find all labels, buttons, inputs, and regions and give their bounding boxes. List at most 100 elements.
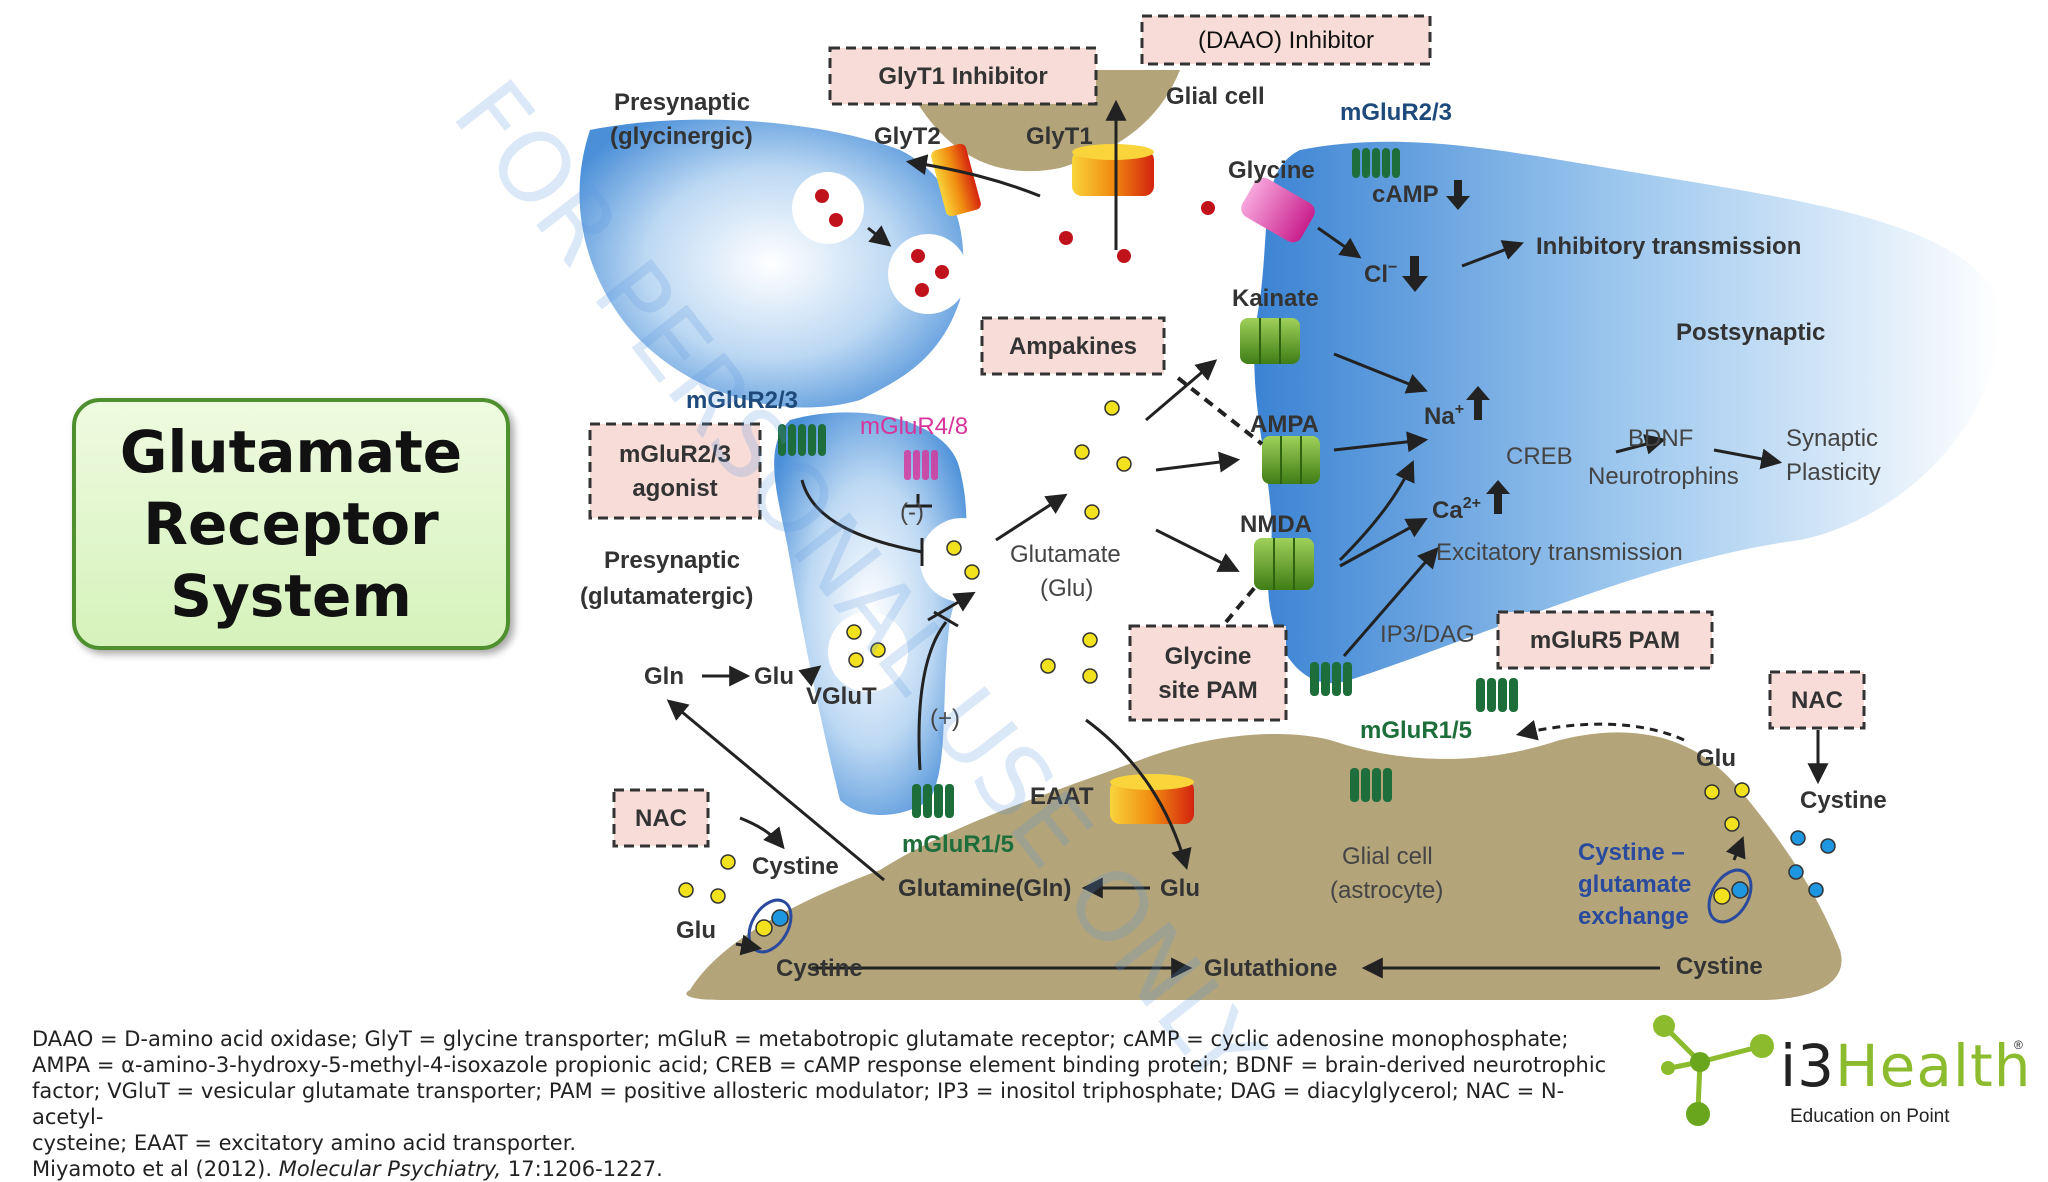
neurotrophins-label: Neurotrophins — [1588, 463, 1739, 490]
i3health-logo: i3Health ® Education on Point — [1640, 1010, 2040, 1140]
ca-superscript: 2+ — [1463, 495, 1481, 512]
cystine-exchange-label-1: Cystine – — [1578, 839, 1685, 866]
vglut-label: VGluT — [806, 683, 877, 710]
pathway-arrows — [666, 99, 1829, 979]
cystine-right-label: Cystine — [1800, 787, 1887, 814]
cystine-molecules — [1788, 830, 1836, 898]
presynaptic-glycinergic-label-2: (glycinergic) — [610, 123, 753, 150]
cl-superscript: − — [1388, 259, 1397, 276]
cystine-exchange-label-3: exchange — [1578, 903, 1689, 930]
glutamate-molecules — [678, 400, 1750, 904]
mglur23-top-icon — [1352, 148, 1400, 178]
logo-name-health: Health — [1835, 1032, 2032, 1100]
mglur15-left-icon — [912, 784, 954, 818]
gln-label: Gln — [644, 663, 684, 690]
cl-down-arrow-icon — [1402, 256, 1428, 292]
na-superscript: + — [1455, 401, 1464, 418]
glyt1-inhibitor-box: GlyT1 Inhibitor — [828, 46, 1098, 106]
kainate-label: Kainate — [1232, 285, 1319, 312]
glycine-vesicle — [888, 234, 968, 314]
glycine-site-pam-label-1: Glycine — [1165, 643, 1252, 670]
logo-registered: ® — [2014, 1038, 2023, 1052]
mglur48-icon — [904, 450, 938, 480]
mglur23-left-icon — [778, 424, 826, 456]
positive-modulation-label: (+) — [930, 705, 960, 732]
slide-title-line-2: Receptor — [143, 490, 439, 558]
nmda-label: NMDA — [1240, 511, 1312, 538]
logo-tagline: Education on Point — [1790, 1106, 1950, 1127]
glycine-site-pam-label-2: site PAM — [1158, 677, 1258, 704]
glutamine-label: Glutamine(Gln) — [898, 875, 1071, 902]
footnote-line: cysteine; EAAT = excitatory amino acid t… — [32, 1131, 577, 1155]
glyt1-label: GlyT1 — [1026, 123, 1093, 150]
logo-name-i3: i3 — [1780, 1032, 1836, 1100]
ampa-label: AMPA — [1250, 411, 1319, 438]
footnote-line: AMPA = α-amino-3-hydroxy-5-methyl-4-isox… — [32, 1053, 1607, 1077]
nac-left-box: NAC — [612, 788, 710, 848]
mglur23-top-label: mGluR2/3 — [1340, 99, 1452, 126]
nac-right-label: NAC — [1791, 687, 1843, 714]
glycine-site-pam-box: Glycine site PAM — [1128, 624, 1288, 722]
inhibition-lines — [800, 479, 959, 771]
glycine-molecules — [815, 189, 1215, 297]
kainate-receptor-icon — [1240, 318, 1300, 364]
presynaptic-glycinergic-neuron — [579, 119, 964, 408]
ca-label: Ca2+ — [1432, 495, 1481, 524]
bdnf-label: BDNF — [1628, 425, 1693, 452]
ca-text: Ca — [1432, 497, 1463, 524]
glyt2-transporter-icon — [931, 143, 981, 217]
glycine-pam-dashed-link — [1224, 584, 1258, 624]
ca-up-arrow-icon — [1486, 480, 1510, 514]
glutathione-label: Glutathione — [1204, 955, 1337, 982]
synaptic-plasticity-label-2: Plasticity — [1786, 459, 1881, 486]
daao-inhibitor-label: (DAAO) Inhibitor — [1198, 27, 1374, 54]
presynaptic-glutamatergic-label-2: (glutamatergic) — [580, 583, 753, 610]
excitatory-transmission-label: Excitatory transmission — [1436, 539, 1683, 566]
synaptic-plasticity-label-1: Synaptic — [1786, 425, 1878, 452]
glyt1-transporter-icon — [1072, 144, 1154, 196]
slide-title-box: Glutamate Receptor System — [72, 398, 510, 650]
na-text: Na — [1424, 403, 1455, 430]
eaat-label: EAAT — [1030, 783, 1094, 810]
citation-authors: Miyamoto et al (2012). — [32, 1157, 279, 1181]
footnote-line: DAAO = D-amino acid oxidase; GlyT = glyc… — [32, 1027, 1569, 1051]
cystine-bottom-right-label: Cystine — [1676, 953, 1763, 980]
slide-title-line-1: Glutamate — [119, 418, 463, 486]
presynaptic-glutamatergic-label-1: Presynaptic — [604, 547, 740, 574]
slide-title-line-3: System — [170, 562, 412, 630]
citation-pages: 17:1206-1227. — [501, 1157, 663, 1181]
na-label: Na+ — [1424, 401, 1464, 430]
mglur48-label: mGluR4/8 — [860, 413, 968, 440]
glycine-label: Glycine — [1228, 157, 1315, 184]
glial-astrocyte-label-2: (astrocyte) — [1330, 877, 1443, 904]
glial-astrocyte-label-1: Glial cell — [1342, 843, 1433, 870]
glutamate-system-diagram: (DAAO) Inhibitor GlyT1 Inhibitor Ampakin… — [579, 14, 2001, 1000]
ampakines-label: Ampakines — [1009, 333, 1137, 360]
glutamate-release-site — [920, 518, 1004, 602]
citation-journal: Molecular Psychiatry, — [278, 1157, 502, 1181]
exchanger-right-icon — [1707, 868, 1753, 924]
ampakines-dashed-link — [1176, 376, 1264, 446]
ampakines-box: Ampakines — [980, 316, 1166, 376]
daao-inhibitor-box: (DAAO) Inhibitor — [1140, 14, 1432, 66]
glu-left-label: Glu — [754, 663, 794, 690]
glu-right-label: Glu — [1696, 745, 1736, 772]
mglur23-left-label: mGluR2/3 — [686, 387, 798, 414]
molecule-logo-icon — [1653, 1015, 1774, 1126]
glu-mid-label: Glu — [1160, 875, 1200, 902]
glyt2-label: GlyT2 — [874, 123, 941, 150]
glyt1-inhibitor-label: GlyT1 Inhibitor — [878, 63, 1047, 90]
glycine-vesicle — [792, 172, 864, 244]
glutamate-label-2: (Glu) — [1040, 575, 1093, 602]
presynaptic-glycinergic-label-1: Presynaptic — [614, 89, 750, 116]
na-up-arrow-icon — [1466, 386, 1490, 420]
citation: Miyamoto et al (2012). Molecular Psychia… — [32, 1156, 1612, 1182]
postsynaptic-neuron — [1254, 141, 2001, 684]
ampa-receptor-icon — [1262, 436, 1320, 484]
negative-modulation-label: (-) — [900, 499, 924, 526]
eaat-transporter-icon — [1110, 774, 1194, 824]
mglur15-post-icon — [1310, 662, 1352, 696]
mglur15-dashed-arrow — [1515, 719, 1685, 742]
glial-cell-top-label: Glial cell — [1166, 83, 1265, 110]
postsynaptic-label: Postsynaptic — [1676, 319, 1825, 346]
